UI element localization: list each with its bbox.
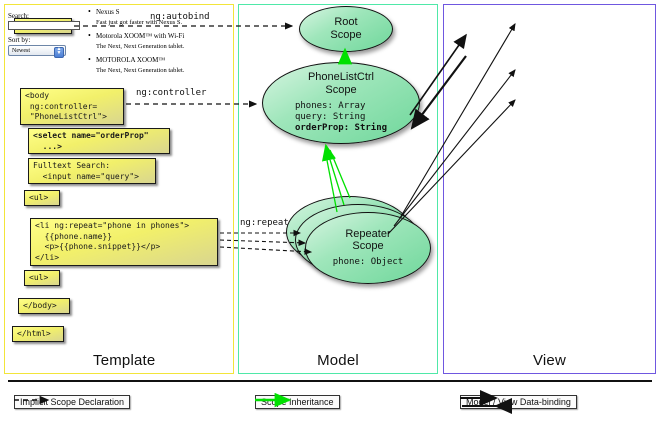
code-box-body-close: </body>: [18, 298, 70, 314]
scope-prop-phones: phones: Array: [294, 100, 366, 111]
legend-dashed-arrow-icon: [14, 395, 50, 405]
scope-prop-query: query: String: [294, 112, 366, 123]
sort-by-label: Sort by:: [8, 36, 31, 44]
phone-snippet: The Next, Next Generation tablet.: [96, 67, 185, 74]
column-model: Model: [238, 4, 438, 374]
scope-phonelistctrl-title: PhoneListCtrl Scope: [307, 71, 375, 97]
arrow-binding-phone-2: [393, 69, 516, 227]
code-box-ul-close: <ul>: [24, 270, 60, 286]
legend: Implicit Scope Declaration Scope Inherit…: [0, 378, 660, 421]
arrow-inheritance-repeater-1: [324, 149, 338, 213]
edge-label-ng-repeat: ng:repeat: [240, 218, 289, 228]
arrow-binding-query-to-view: [409, 33, 467, 116]
arrow-inheritance-repeater-head: [321, 143, 337, 162]
view-search-group: Search:: [8, 12, 80, 30]
arrow-binding-phone-3: [387, 99, 516, 235]
legend-double-arrow-icon: [460, 390, 512, 414]
code-box-html-close: </html>: [12, 326, 64, 342]
legend-scope-inheritance: Scope Inheritance: [255, 392, 340, 410]
phone-snippet: The Next, Next Generation tablet.: [96, 43, 185, 50]
column-view: View: [443, 4, 656, 374]
code-box-ul-open: <ul>: [24, 190, 60, 206]
scope-repeater-title: Repeater Scope: [345, 227, 391, 253]
column-label-view: View: [532, 352, 567, 369]
view-preview: Search: Sort by: Newest ▲▼ Nexus S Fast …: [8, 7, 206, 128]
scope-root: Root Scope: [299, 6, 393, 52]
scope-repeater: Repeater Scope phone: Object: [305, 212, 431, 284]
search-label: Search:: [8, 12, 29, 20]
phone-name[interactable]: Nexus S: [88, 7, 206, 16]
stepper-icon[interactable]: ▲▼: [54, 47, 64, 58]
legend-data-binding: Model / View Data-binding: [460, 390, 577, 414]
scope-prop-orderprop: orderProp: String: [294, 123, 388, 134]
phone-snippet: Fast just got faster with Nexus S.: [96, 19, 183, 26]
scope-phonelistctrl: PhoneListCtrl Scope phones: Array query:…: [262, 62, 420, 144]
phone-list: Nexus S Fast just got faster with Nexus …: [88, 7, 206, 80]
list-item: MOTOROLA XOOM™ The Next, Next Generation…: [88, 55, 206, 74]
code-box-select: <select name="orderProp" ...>: [28, 128, 170, 154]
legend-implicit-scope: Implicit Scope Declaration: [14, 394, 131, 410]
scope-repeater-props: phone: Object: [333, 257, 403, 268]
phone-name[interactable]: MOTOROLA XOOM™: [88, 55, 206, 64]
edge-label-ng-autobind: ng:autobind: [150, 12, 210, 22]
code-box-body-open: <body ng:controller= "PhoneListCtrl">: [20, 88, 124, 125]
legend-divider: [8, 380, 652, 382]
code-box-fulltext-search: Fulltext Search: <input name="query">: [28, 158, 156, 184]
arrow-binding-phone-1: [399, 23, 516, 219]
view-sort-group: Sort by: Newest ▲▼: [8, 36, 66, 58]
arrow-binding-orderprop-from-view: [410, 55, 467, 130]
column-label-template: Template: [93, 352, 156, 369]
column-label-model: Model: [317, 352, 359, 369]
phone-name[interactable]: Motorola XOOM™ with Wi-Fi: [88, 31, 206, 40]
list-item: Nexus S Fast just got faster with Nexus …: [88, 7, 206, 26]
scope-root-title: Root Scope: [330, 16, 362, 41]
scope-prop-phone: phone: Object: [332, 257, 404, 268]
arrow-ng-repeat-3: [219, 246, 313, 255]
legend-green-arrow-icon: [255, 392, 292, 408]
sort-by-selected-value: Newest: [12, 47, 30, 54]
scope-phonelistctrl-props: phones: Array query: String orderProp: S…: [295, 101, 387, 135]
list-item: Motorola XOOM™ with Wi-Fi The Next, Next…: [88, 31, 206, 50]
edge-label-ng-controller: ng:controller: [136, 88, 207, 98]
sort-by-select[interactable]: Newest ▲▼: [8, 45, 66, 58]
search-input[interactable]: [8, 21, 80, 30]
arrow-ng-repeat-2: [219, 239, 307, 247]
code-box-li-repeat: <li ng:repeat="phone in phones"> {{phone…: [30, 218, 218, 266]
